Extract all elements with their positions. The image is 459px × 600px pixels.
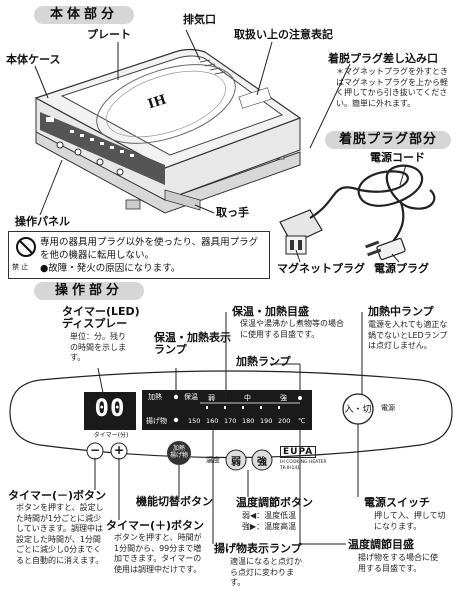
fry-label: 揚げ物: [146, 417, 167, 425]
scale-level-strong: 強: [280, 394, 287, 402]
scale-level-mid: 中: [244, 394, 251, 402]
operation-parts-header: 操作部分: [34, 282, 144, 300]
mode-button[interactable]: 加熱 揚げ物: [169, 445, 188, 459]
plug-slot-note: ＊マグネットプラグを外すときはマグネットプラグを上から軽く押してから引き抜いてく…: [336, 67, 448, 108]
power-plug-label: 電源プラグ: [374, 262, 429, 275]
temp-unit: ℃: [298, 417, 306, 425]
temp-150: 150: [188, 417, 201, 425]
temp-scale-label: 温度調節目盛: [348, 538, 414, 551]
temp-button-desc: 弱◀：温度低温 強▶：温度高温: [242, 511, 297, 531]
control-panel-illustration: [9, 370, 453, 471]
temp-180: 180: [242, 417, 255, 425]
body-case-label: 本体ケース: [6, 53, 61, 66]
fry-lamp-desc: 適温になると点灯から点灯に変わります。: [230, 557, 302, 587]
timer-caption: タイマー(分): [93, 432, 129, 439]
keep-warm-lamp-label: 保温・加熱表示 ランプ: [154, 331, 231, 356]
timer-plus-button[interactable]: +: [114, 443, 125, 457]
timer-display-desc: 単位：分。残りの時間を示します。: [70, 332, 126, 362]
caution-label: 取扱い上の注意表記: [234, 28, 333, 41]
timer-display-label: タイマー(LED) ディスプレー: [62, 305, 140, 330]
power-text: 電源: [381, 404, 395, 412]
scale-level-weak: 弱: [208, 394, 215, 402]
timer-minus-label: タイマー(－)ボタン: [8, 489, 107, 502]
body-leader-lines: [34, 29, 351, 216]
plug-cord-illustration: [279, 164, 436, 263]
brand-logo: EUPA: [280, 446, 317, 458]
model-text: IH COOKING HEATER TK-IH141: [280, 460, 327, 471]
magnet-plug-label: マグネットプラグ: [277, 262, 365, 275]
heat-label: 加熱: [148, 393, 162, 401]
keep-warm-scale-label: 保温・加熱目盛: [232, 305, 309, 318]
timer-plus-label: タイマー(＋)ボタン: [106, 519, 205, 532]
control-panel-label: 操作パネル: [15, 215, 70, 228]
fry-lamp-label: 揚げ物表示ランプ: [214, 542, 302, 555]
panel-leader-lines: [94, 312, 363, 545]
temp-strong-button[interactable]: 強: [257, 457, 267, 468]
mode-button-label: 機能切替ボタン: [136, 495, 213, 508]
heating-in-progress-desc: 電源を入れても適正な鍋でないとLEDランプは点灯しません。: [368, 320, 448, 350]
temp-170: 170: [224, 417, 237, 425]
temp-scale-desc: 揚げ物をする場合に使用する目盛です。: [358, 553, 438, 573]
exhaust-label: 排気口: [183, 13, 216, 26]
temp-text: 温度: [206, 456, 220, 464]
plug-parts-header: 着脱プラグ部分: [325, 131, 451, 149]
power-cord-label: 電源コード: [370, 151, 425, 164]
heating-in-progress-label: 加熱中ランプ: [368, 305, 434, 318]
timer-minus-desc: ボタンを押すと、設定した時間が1分ごとに減少していきます。調理中は設定した時間が…: [16, 503, 104, 565]
heating-lamp-label: 加熱ランプ: [236, 355, 291, 368]
temp-190: 190: [260, 417, 273, 425]
temp-200: 200: [278, 417, 291, 425]
temp-button-label: 温度調節ボタン: [236, 496, 313, 509]
timer-minus-button[interactable]: −: [90, 443, 101, 457]
timer-display: 00: [94, 394, 126, 422]
cooker-body-illustration: [34, 48, 302, 214]
handle-label: 取っ手: [216, 206, 249, 219]
keep-label: 保温: [184, 393, 198, 401]
warning-bullet: ●故障・発火の原因になります。: [40, 263, 181, 274]
warning-text: 専用の器具用プラグ以外を使ったり、器具用プラグを他の機器に転用しない。: [40, 237, 259, 261]
power-switch-button[interactable]: 入・切: [344, 405, 372, 415]
body-parts-header: 本体部分: [34, 6, 134, 24]
keep-warm-scale-desc: 保温や湯沸かし煮物等の場合に使用する目盛です。: [240, 319, 344, 339]
power-switch-label: 電源スイッチ: [364, 496, 430, 509]
prohibited-icon: [16, 237, 36, 257]
temp-160: 160: [206, 417, 219, 425]
timer-plus-desc: ボタンを押すと、時間が1分間から、99分まで増加できます。タイマーの使用は調理中…: [114, 533, 202, 574]
power-switch-desc: 押して入、押して切になります。: [374, 511, 446, 531]
plug-slot-label: 着脱プラグ差し込み口: [328, 52, 438, 65]
temp-weak-button[interactable]: 弱: [231, 457, 241, 468]
plate-label: プレート: [87, 28, 131, 41]
prohibited-text: 禁 止: [12, 263, 29, 271]
warning-box: [8, 231, 270, 279]
